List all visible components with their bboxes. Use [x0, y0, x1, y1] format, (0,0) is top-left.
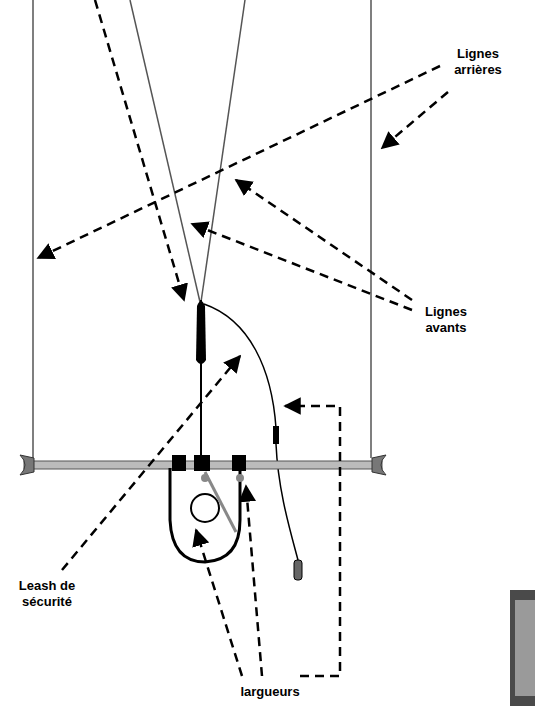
- leader-line: [285, 406, 340, 676]
- bar-end: [372, 455, 386, 475]
- leash-release: [273, 426, 279, 444]
- leader-line: [196, 530, 242, 676]
- release-pin: [201, 474, 209, 482]
- safety-leash: [204, 304, 276, 428]
- part-label: Lignes avants: [414, 304, 478, 336]
- leader-line: [246, 486, 262, 676]
- part-label: Lignes arrières: [441, 46, 515, 78]
- release-pin: [236, 474, 244, 482]
- photo-fragment: [515, 600, 535, 696]
- chicken-loop: [170, 468, 240, 562]
- leader-line: [62, 356, 240, 570]
- bar-block: [232, 455, 246, 471]
- bar-block: [194, 455, 210, 471]
- leader-line: [192, 224, 412, 310]
- leader-line: [38, 66, 440, 258]
- bar-block: [172, 455, 186, 471]
- photo-fragment: [510, 590, 535, 706]
- depower-sheath: [196, 301, 206, 364]
- leash-clip: [294, 560, 302, 580]
- front-line: [201, 0, 245, 302]
- back-line: [370, 0, 372, 458]
- donkey-dick-loop: [191, 494, 219, 522]
- loop-line: [205, 472, 236, 532]
- part-label: largueurs: [225, 684, 315, 700]
- leader-line: [236, 180, 412, 300]
- leader-line: [382, 92, 448, 148]
- part-label: Leash de sécurité: [7, 578, 87, 610]
- back-line: [32, 0, 34, 458]
- bar-end: [20, 455, 34, 475]
- leader-line: [95, 0, 184, 300]
